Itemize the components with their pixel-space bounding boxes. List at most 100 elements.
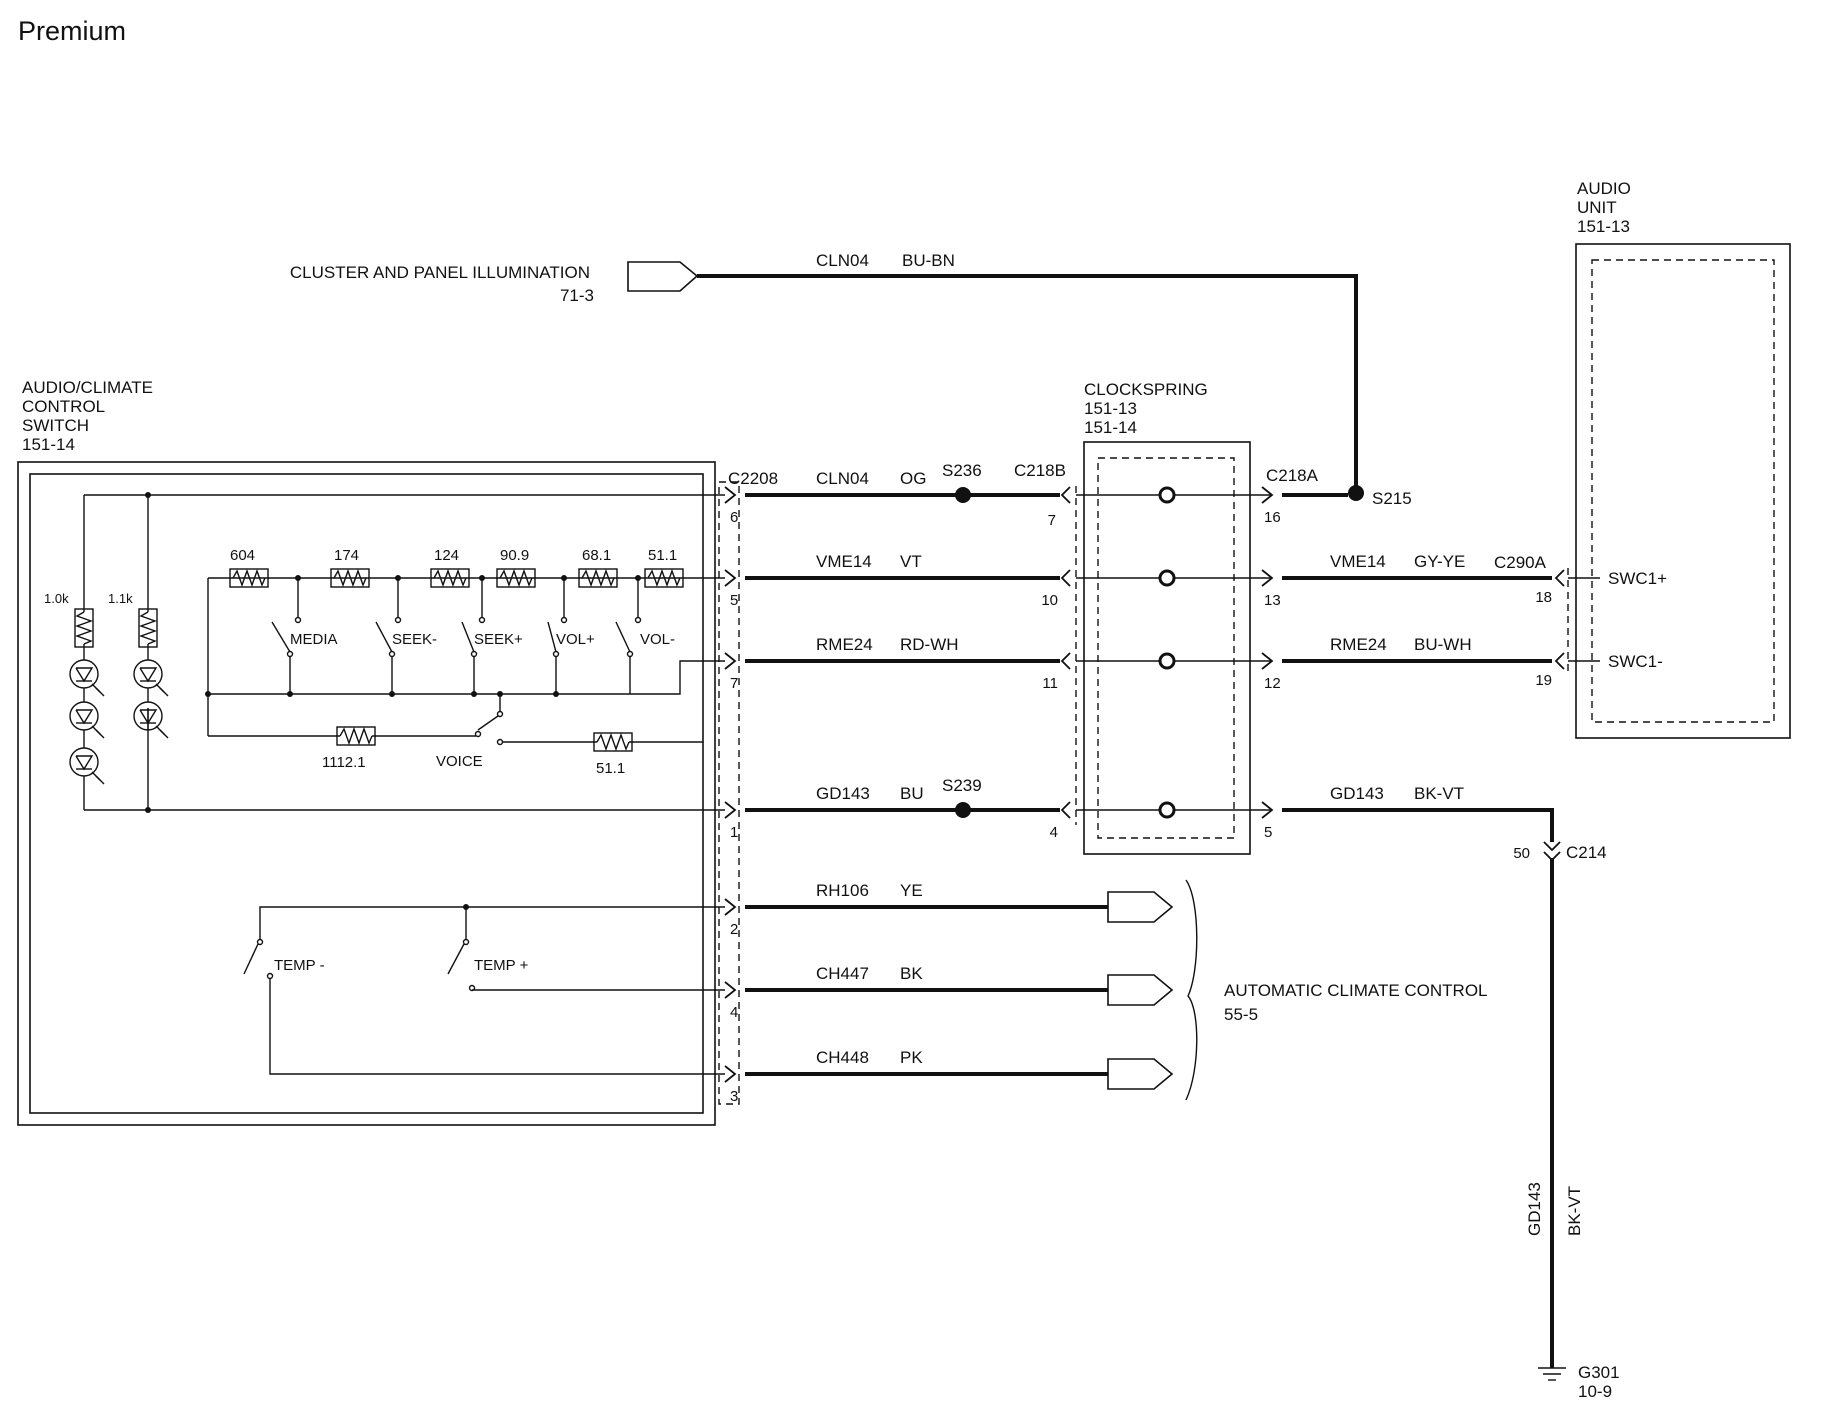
acc-connectors xyxy=(1107,879,1198,1101)
r2-color: GY-YE xyxy=(1414,552,1465,571)
acc-ref: 55-5 xyxy=(1224,1005,1258,1024)
wire-top-color: BU-BN xyxy=(902,251,955,270)
audio-unit-label-1: AUDIO xyxy=(1577,179,1631,198)
button-media: MEDIA xyxy=(290,631,338,648)
resistor-voice-51-1: 51.1 xyxy=(596,760,625,777)
connector-c218a-label: C218A xyxy=(1266,466,1319,485)
clockspring xyxy=(1076,441,1272,855)
wire-top-circuit: CLN04 xyxy=(816,251,869,270)
connector-c218a-chevrons xyxy=(1261,486,1274,819)
resistor-604: 604 xyxy=(230,547,255,564)
w5-color: YE xyxy=(900,881,923,900)
audio-unit xyxy=(1575,243,1791,739)
resistor-51-1: 51.1 xyxy=(648,547,677,564)
w4-color: BU xyxy=(900,784,924,803)
w6-color: BK xyxy=(900,964,923,983)
button-temp-minus: TEMP - xyxy=(274,957,325,974)
acc-label: AUTOMATIC CLIMATE CONTROL xyxy=(1224,981,1488,1000)
audio-pin-swc1-plus: SWC1+ xyxy=(1608,569,1667,588)
resistor-1-0k: 1.0k xyxy=(44,591,69,606)
resistor-174: 174 xyxy=(334,547,359,564)
w1-circuit: CLN04 xyxy=(816,469,869,488)
audio-unit-ref: 151-13 xyxy=(1577,217,1630,236)
w3-color: RD-WH xyxy=(900,635,959,654)
splice-s239-label: S239 xyxy=(942,776,982,795)
audio-pin-swc1-minus: SWC1- xyxy=(1608,652,1663,671)
c218a-pin-5: 5 xyxy=(1264,824,1272,841)
connector-c290a-chevrons xyxy=(1554,569,1565,670)
c2208-pin-4: 4 xyxy=(730,1004,738,1021)
vert-circuit-wrap: GD143 xyxy=(1525,1182,1544,1236)
c218b-pin-11: 11 xyxy=(1042,675,1058,692)
connector-c214-label: C214 xyxy=(1566,843,1607,862)
c2208-pin-3: 3 xyxy=(730,1088,738,1105)
w4-circuit: GD143 xyxy=(816,784,870,803)
connector-c2208 xyxy=(718,481,740,1105)
r3-circuit: RME24 xyxy=(1330,635,1387,654)
resistor-1-1k: 1.1k xyxy=(108,591,133,606)
switch-label-1: AUDIO/CLIMATE xyxy=(22,378,153,397)
w3-circuit: RME24 xyxy=(816,635,873,654)
c290a-pin-18: 18 xyxy=(1535,589,1552,606)
button-vol-plus: VOL+ xyxy=(556,631,595,648)
vert-color: BK-VT xyxy=(1565,1186,1584,1236)
w5-circuit: RH106 xyxy=(816,881,869,900)
switch-ref: 151-14 xyxy=(22,435,75,454)
c218b-pin-10: 10 xyxy=(1041,592,1058,609)
connector-c2208-label: C2208 xyxy=(728,469,778,488)
resistor-90-9: 90.9 xyxy=(500,547,529,564)
ground-label: G301 xyxy=(1578,1363,1620,1382)
splice-s236-label: S236 xyxy=(942,461,982,480)
c2208-pin-6: 6 xyxy=(730,509,738,526)
audio-unit-label-2: UNIT xyxy=(1577,198,1617,217)
c2208-pin-1: 1 xyxy=(730,824,738,841)
illum-label: CLUSTER AND PANEL ILLUMINATION xyxy=(290,263,590,282)
button-seek-minus: SEEK- xyxy=(392,631,437,648)
splice-s239-icon xyxy=(955,802,971,818)
splice-s215-label: S215 xyxy=(1372,489,1412,508)
illum-connector-icon xyxy=(627,261,699,292)
w7-circuit: CH448 xyxy=(816,1048,869,1067)
audio-climate-switch xyxy=(17,461,716,1126)
c218a-pin-12: 12 xyxy=(1264,675,1281,692)
clockspring-ref-2: 151-14 xyxy=(1084,418,1137,437)
c218b-pin-4: 4 xyxy=(1050,824,1058,841)
r3-color: BU-WH xyxy=(1414,635,1472,654)
c2208-pin-5: 5 xyxy=(730,592,738,609)
button-vol-minus: VOL- xyxy=(640,631,675,648)
splice-s215-icon xyxy=(1348,485,1364,501)
w6-circuit: CH447 xyxy=(816,964,869,983)
connector-c218b-label: C218B xyxy=(1014,461,1066,480)
resistor-1112-1: 1112.1 xyxy=(322,754,366,771)
switch-label-2: CONTROL xyxy=(22,397,105,416)
c214-pin-50: 50 xyxy=(1513,845,1530,862)
wire-cln04-top xyxy=(697,274,1358,493)
c218b-pin-7: 7 xyxy=(1048,512,1056,529)
w1-color: OG xyxy=(900,469,926,488)
button-seek-plus: SEEK+ xyxy=(474,631,523,648)
connector-c2208-chevrons xyxy=(724,486,737,1083)
w2-color: VT xyxy=(900,552,922,571)
clockspring-ref-1: 151-13 xyxy=(1084,399,1137,418)
button-temp-plus: TEMP + xyxy=(474,957,529,974)
clockspring-label: CLOCKSPRING xyxy=(1084,380,1208,399)
r4-color: BK-VT xyxy=(1414,784,1464,803)
illum-ref: 71-3 xyxy=(560,286,594,305)
c290a-pin-19: 19 xyxy=(1535,672,1552,689)
wire-gd143-bk-vt xyxy=(1282,808,1554,842)
resistor-68-1: 68.1 xyxy=(582,547,611,564)
connector-c290a-label: C290A xyxy=(1494,553,1547,572)
switch-internal-circuit xyxy=(69,492,725,1075)
vert-color-wrap: BK-VT xyxy=(1565,1186,1584,1236)
c218a-pin-16: 16 xyxy=(1264,509,1281,526)
r4-circuit: GD143 xyxy=(1330,784,1384,803)
switch-label-3: SWITCH xyxy=(22,416,89,435)
r2-circuit: VME14 xyxy=(1330,552,1386,571)
ground-ref: 10-9 xyxy=(1578,1382,1612,1401)
vert-circuit: GD143 xyxy=(1525,1182,1544,1236)
w7-color: PK xyxy=(900,1048,923,1067)
c2208-pin-7: 7 xyxy=(730,675,738,692)
w2-circuit: VME14 xyxy=(816,552,872,571)
c218a-pin-13: 13 xyxy=(1264,592,1281,609)
